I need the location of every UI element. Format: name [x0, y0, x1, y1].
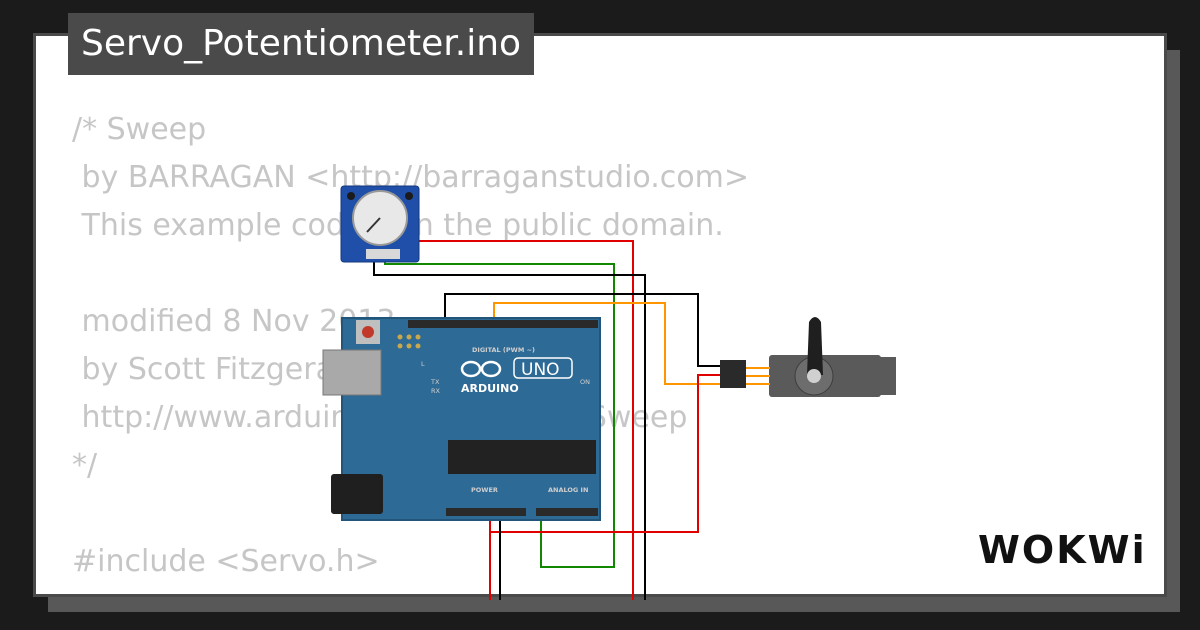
board-model: UNO	[521, 360, 560, 380]
led-rx-label: RX	[431, 387, 441, 395]
power-header-label: POWER	[471, 486, 498, 494]
code-line-8: */	[72, 448, 98, 483]
wire-orange-servo-signal	[493, 302, 725, 385]
microcontroller-chip	[448, 440, 596, 474]
wire-black-pot-gnd	[373, 252, 646, 600]
preview-card: /* Sweep by BARRAGAN <http://barraganstu…	[33, 33, 1167, 597]
code-listing: /* Sweep by BARRAGAN <http://barraganstu…	[72, 106, 749, 586]
potentiometer[interactable]	[340, 185, 420, 263]
servo-horn	[807, 317, 823, 375]
servo-motor[interactable]	[720, 317, 896, 397]
wire-black-servo-gnd	[444, 293, 725, 367]
analog-header-label: ANALOG IN	[548, 486, 588, 494]
wokwi-logo: WOKWi	[978, 528, 1147, 572]
wire-red-servo-power	[489, 374, 725, 533]
led-l-label: L	[421, 360, 425, 368]
led-on-label: ON	[580, 378, 590, 386]
icsp-header	[397, 334, 421, 349]
board-brand: ARDUINO	[461, 382, 519, 395]
led-tx-label: TX	[430, 378, 440, 386]
power-jack	[331, 474, 383, 514]
digital-header-label: DIGITAL (PWM ~)	[472, 346, 535, 354]
arduino-board[interactable]: DIGITAL (PWM ~) POWER ANALOG IN L TX RX …	[322, 317, 601, 521]
power-header	[446, 508, 526, 516]
arduino-logo-icon	[460, 360, 502, 378]
code-line-10: #include <Servo.h>	[72, 544, 380, 579]
code-line-1: /* Sweep	[72, 112, 207, 147]
file-title: Servo_Potentiometer.ino	[68, 13, 535, 75]
servo-connector	[720, 360, 746, 388]
usb-connector	[322, 349, 382, 396]
analog-header	[536, 508, 598, 516]
reset-button	[362, 326, 374, 338]
digital-header	[408, 320, 598, 328]
